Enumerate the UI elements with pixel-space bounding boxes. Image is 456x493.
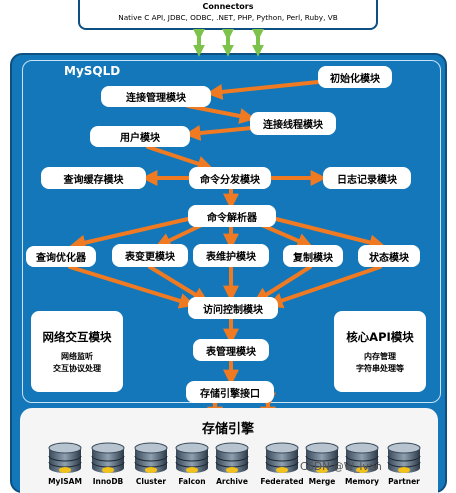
engine-label: Partner	[388, 477, 420, 486]
database-cylinder-icon	[345, 442, 379, 473]
network-line-2: 交互协议处理	[53, 364, 101, 373]
mysqld-label: MySQLD	[64, 64, 121, 78]
replication-module: 复制模块	[283, 245, 343, 267]
database-cylinder-icon	[215, 442, 249, 473]
database-cylinder-icon	[134, 442, 168, 473]
engine-label: MyISAM	[48, 477, 82, 486]
core-api-panel: 核心API模块 内存管理 字符串处理等	[334, 311, 426, 392]
database-cylinder-icon	[305, 442, 339, 473]
storage-engines-title: 存储引擎	[201, 422, 254, 437]
core-api-title: 核心API模块	[346, 330, 414, 344]
connectors-list: Native C API, JDBC, ODBC, .NET, PHP, Pyt…	[118, 13, 338, 22]
database-cylinder-icon	[91, 442, 125, 473]
network-line-1: 网络监听	[61, 352, 93, 361]
core-api-line-1: 内存管理	[364, 352, 396, 361]
connection-manager-module: 连接管理模块	[101, 86, 211, 107]
query-cache-module: 查询缓存模块	[41, 167, 146, 189]
engine-innodb: InnoDB	[88, 440, 128, 492]
engine-merge: Merge	[302, 440, 342, 492]
query-optimizer: 查询优化器	[26, 246, 96, 267]
engine-archive: Archive	[212, 440, 252, 492]
engine-label: Cluster	[135, 477, 167, 486]
network-title: 网络交互模块	[42, 330, 112, 344]
connection-thread-module: 连接线程模块	[250, 112, 336, 135]
engine-label: Memory	[344, 477, 380, 486]
watermark: CSDN @W_Ivan	[300, 461, 382, 473]
table-manager-module: 表管理模块	[193, 339, 269, 361]
connector-arrows	[193, 28, 264, 57]
database-cylinder-icon	[265, 442, 299, 473]
database-cylinder-icon	[175, 442, 209, 473]
engine-label: InnoDB	[92, 477, 124, 486]
core-api-line-2: 字符串处理等	[356, 364, 404, 373]
engine-label: Merge	[308, 477, 336, 486]
command-parser: 命令解析器	[188, 205, 276, 227]
database-cylinder-icon	[48, 442, 82, 473]
engine-cluster: Cluster	[131, 440, 171, 492]
connectors-box: Connectors Native C API, JDBC, ODBC, .NE…	[78, 0, 378, 30]
command-dispatch-module: 命令分发模块	[189, 167, 271, 189]
access-control-module: 访问控制模块	[188, 297, 278, 319]
engine-memory: Memory	[342, 440, 382, 492]
log-module: 日志记录模块	[323, 167, 411, 189]
init-module: 初始化模块	[318, 66, 392, 88]
database-cylinder-icon	[387, 442, 421, 473]
engine-label: Falcon	[178, 477, 206, 486]
engine-label: Federated	[260, 477, 304, 486]
table-change-module: 表变更模块	[112, 244, 188, 267]
connectors-title: Connectors	[202, 2, 254, 11]
engine-myisam: MyISAM	[45, 440, 85, 492]
engine-partner: Partner	[384, 440, 424, 492]
storage-engine-interface: 存储引擎接口	[186, 381, 274, 403]
engine-falcon: Falcon	[172, 440, 212, 492]
table-maintenance-module: 表维护模块	[193, 244, 269, 267]
user-module: 用户模块	[90, 126, 190, 147]
engine-federated: Federated	[260, 440, 304, 492]
status-module: 状态模块	[358, 245, 420, 267]
network-interaction-panel: 网络交互模块 网络监听 交互协议处理	[31, 311, 123, 392]
engine-label: Archive	[216, 477, 248, 486]
